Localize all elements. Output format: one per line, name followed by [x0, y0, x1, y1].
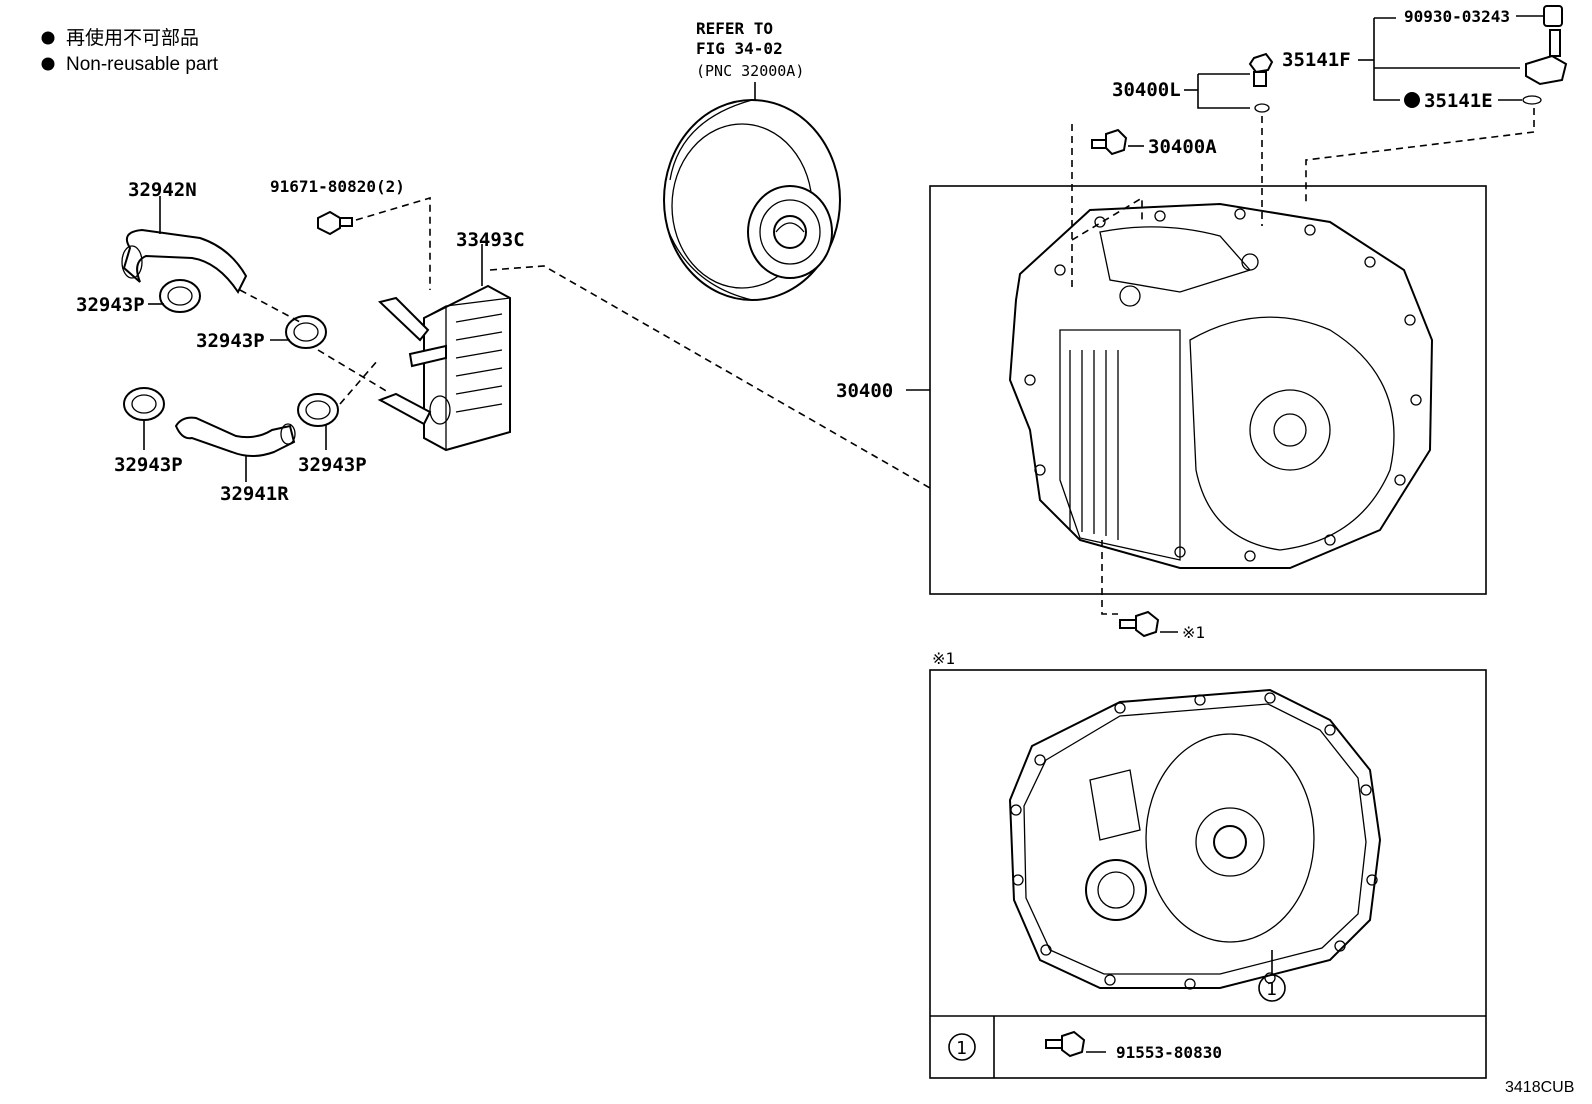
- refer-line-1: REFER TO: [696, 19, 773, 38]
- label-sensor-plug: 90930-03243: [1404, 7, 1510, 26]
- speed-sensor-icon: [1525, 29, 1568, 86]
- transaxle-box: [906, 185, 1487, 595]
- label-clamp-d: 32943P: [298, 454, 367, 476]
- top-hardware: [1071, 5, 1568, 290]
- inset-callout-number: 1: [1266, 979, 1277, 1000]
- legend-english: Non-reusable part: [66, 54, 219, 75]
- sensor-plug-icon: [1543, 5, 1563, 27]
- part-labels: 32942N 32943P 32943P 32943P 32943P 32941…: [76, 7, 1510, 1062]
- bolt-icon: [1091, 128, 1128, 156]
- bolt-icon: [1119, 610, 1160, 638]
- label-bolt-cooler: 91671-80820(2): [270, 177, 405, 196]
- label-clamp-b: 32943P: [196, 330, 265, 352]
- label-hose-upper: 32942N: [128, 179, 197, 201]
- table-callout-number: 1: [956, 1038, 967, 1059]
- figure-code: 3418CUB: [1505, 1079, 1574, 1096]
- label-oil-cooler: 33493C: [456, 229, 525, 251]
- non-reusable-bullet-icon: [1404, 92, 1420, 108]
- label-hose-lower: 32941R: [220, 483, 289, 505]
- table-callout-circle-icon: [948, 1033, 976, 1061]
- legend: 再使用不可部品 Non-reusable part: [41, 27, 219, 75]
- inset-label: ※1: [932, 649, 955, 668]
- label-clamp-c: 32943P: [114, 454, 183, 476]
- label-bolt-top: 30400A: [1148, 136, 1217, 158]
- legend-bullet-icon: [41, 57, 55, 71]
- label-plug: 30400L: [1112, 79, 1181, 101]
- inset-box: ※1 1 1: [929, 649, 1487, 1079]
- label-clamp-a: 32943P: [76, 294, 145, 316]
- torque-converter-drawing: [663, 99, 841, 301]
- label-sensor: 35141F: [1282, 49, 1351, 71]
- cooler-hose-assembly: [121, 196, 389, 482]
- label-transaxle: 30400: [836, 380, 893, 402]
- refer-line-3: (PNC 32000A): [696, 62, 804, 80]
- label-oring: 35141E: [1424, 90, 1493, 112]
- legend-bullet-icon: [41, 31, 55, 45]
- label-table-bolt: 91553-80830: [1116, 1043, 1222, 1062]
- legend-japanese: 再使用不可部品: [66, 27, 199, 49]
- oil-cooler-drawing: [317, 196, 931, 489]
- refer-note: REFER TO FIG 34-02 (PNC 32000A): [696, 19, 804, 118]
- plug-icon: [1248, 52, 1274, 113]
- callout-circle-icon: [1258, 974, 1286, 1002]
- bolt-icon: [317, 210, 353, 236]
- label-bottom-bolt-note: ※1: [1182, 623, 1205, 642]
- bolt-icon: [1045, 1030, 1086, 1058]
- bottom-bolt: [1101, 540, 1178, 638]
- refer-line-2: FIG 34-02: [696, 39, 783, 58]
